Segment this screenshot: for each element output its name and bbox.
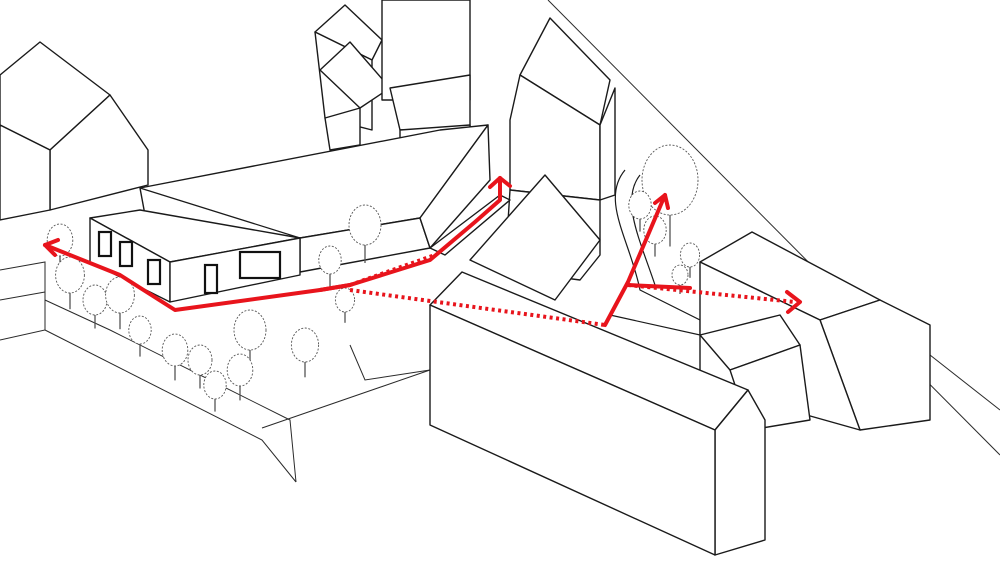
movement-routes	[43, 176, 802, 327]
route-east	[626, 283, 802, 314]
window-3	[146, 258, 162, 286]
building-far-left-house	[0, 41, 149, 221]
window-2	[118, 240, 134, 268]
tree	[128, 315, 152, 357]
tree	[233, 309, 267, 368]
tree	[679, 242, 701, 278]
tree	[82, 284, 108, 329]
window-large	[238, 250, 282, 280]
route-arrowhead	[653, 193, 670, 210]
route-arrowhead	[488, 176, 512, 189]
route-tower-north	[603, 193, 670, 327]
tree	[55, 256, 85, 310]
tree	[226, 353, 254, 401]
route-arrowhead	[785, 290, 802, 314]
tree	[641, 144, 699, 247]
building-front-wing	[89, 209, 301, 303]
tree	[290, 327, 320, 378]
tree	[203, 370, 227, 412]
tree	[628, 190, 652, 232]
tree	[161, 333, 189, 381]
tree	[348, 204, 382, 263]
courtyard-curved-wall	[609, 169, 701, 336]
tree	[105, 276, 135, 330]
route-center-link	[349, 253, 606, 327]
trees	[46, 144, 701, 412]
tree	[334, 287, 356, 323]
route-arrowhead	[43, 238, 60, 257]
door	[203, 263, 219, 295]
route-ramp-north	[318, 176, 512, 292]
tree	[187, 344, 213, 389]
building-long-front	[429, 271, 766, 556]
tree	[318, 245, 342, 287]
window-1	[97, 230, 113, 258]
